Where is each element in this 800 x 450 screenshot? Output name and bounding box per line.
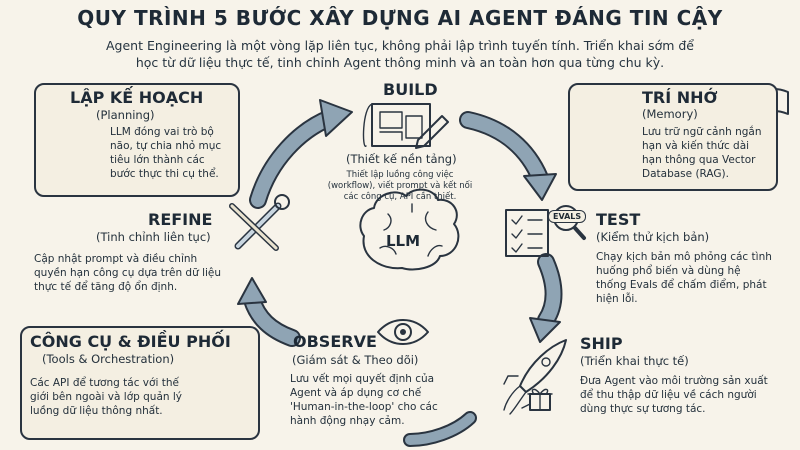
cycle-arrow-observe-to-refine [237,277,301,347]
tools-body: Các API để tương tác với thế giới bên ng… [30,377,183,417]
brain-icon [359,188,460,271]
llm-label: LLM [386,232,421,250]
page-subtitle: Agent Engineering là một vòng lặp liên t… [106,38,694,70]
observe-title: OBSERVE [293,332,377,351]
memory-title: TRÍ NHỚ [642,88,718,107]
memory-body: Lưu trữ ngữ cảnh ngắn hạn và kiến thức d… [642,126,762,180]
planning-title: LẬP KẾ HOẠCH [70,88,204,107]
test-title: TEST [596,210,641,229]
tools-subtitle: (Tools & Orchestration) [42,352,175,366]
build-title: BUILD [383,80,438,99]
planning-card: LẬP KẾ HOẠCH (Planning) LLM đóng vai trò… [34,83,240,197]
refine-body: Cập nhật prompt và điều chỉnh quyền hạn … [34,253,222,293]
gift-box-icon [527,388,553,411]
cycle-arrow-build-to-test [459,111,557,201]
checklist-icon [505,209,549,257]
cycle-arrow-refine-to-build [249,99,353,209]
rocket-icon [503,339,567,415]
ship-body: Đưa Agent vào môi trường sản xuất để thu… [580,375,768,415]
memory-card: TRÍ NHỚ (Memory) Lưu trữ ngữ cảnh ngắn h… [568,83,778,191]
test-subtitle: (Kiểm thử kịch bản) [596,230,710,244]
build-body: Thiết lập luồng công việc (workflow), vi… [327,170,473,202]
tools-card: CÔNG CỤ & ĐIỀU PHỐI (Tools & Orchestrati… [20,326,260,440]
ship-subtitle: (Triển khai thực tế) [580,354,689,368]
evals-badge: EVALS [548,210,587,223]
eye-icon [377,319,429,345]
planning-subtitle: (Planning) [96,108,155,122]
test-body: Chạy kịch bản mô phỏng các tình huống ph… [596,251,772,305]
page-title: QUY TRÌNH 5 BƯỚC XÂY DỰNG AI AGENT ĐÁNG … [77,6,723,30]
blueprint-icon [362,103,431,147]
memory-subtitle: (Memory) [642,107,698,121]
observe-body: Lưu vết mọi quyết định của Agent và áp d… [290,373,438,427]
cycle-arrow-test-to-ship [529,253,563,343]
refine-title: REFINE [148,210,213,229]
pencil-icon [415,115,449,149]
refine-subtitle: (Tinh chỉnh liên tục) [96,230,211,244]
wrench-screwdriver-icon [229,194,290,251]
ship-title: SHIP [580,334,623,353]
build-subtitle: (Thiết kế nền tảng) [346,152,457,166]
observe-subtitle: (Giám sát & Theo dõi) [292,353,419,367]
cycle-arrow-ship-to-observe [403,411,477,447]
planning-body: LLM đóng vai trò bộ não, tự chia nhỏ mục… [110,126,222,180]
tools-title: CÔNG CỤ & ĐIỀU PHỐI [30,332,231,351]
